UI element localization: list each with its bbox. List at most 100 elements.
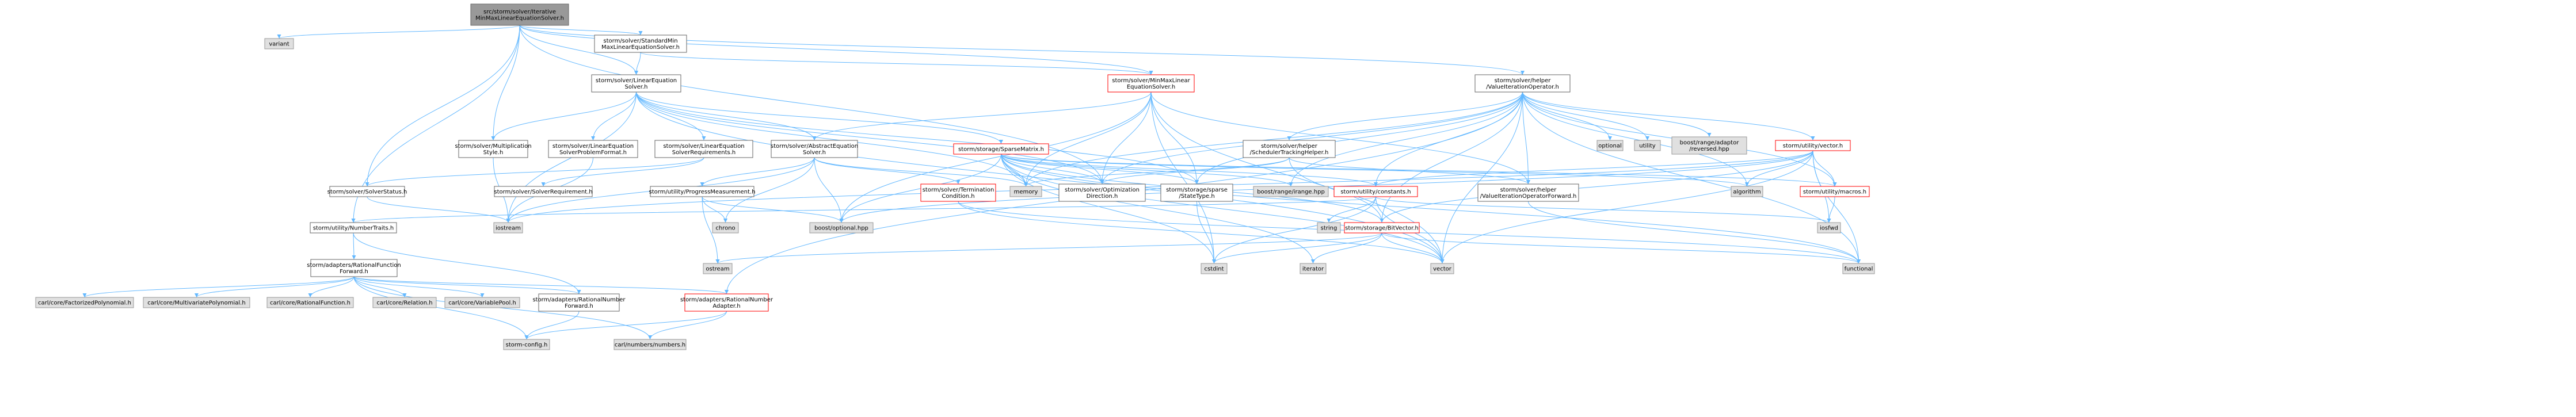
- node-sparse-matrix[interactable]: storm/storage/SparseMatrix.h: [953, 143, 1049, 155]
- node-iterator[interactable]: iterator: [1300, 263, 1327, 274]
- node-label: functional: [1845, 266, 1873, 273]
- node-label: variant: [269, 41, 289, 48]
- node-label: memory: [1014, 189, 1038, 196]
- node-label: storm/solver/SolverStatus.h: [327, 189, 407, 196]
- node-boost-optional[interactable]: boost/optional.hpp: [809, 222, 874, 234]
- node-state-type[interactable]: storm/storage/sparse/StateType.h: [1160, 183, 1233, 202]
- node-box: [771, 140, 858, 158]
- edge-bitvector-to-ostream: [715, 232, 1382, 264]
- edge-root-to-opt_dir: [519, 25, 1104, 185]
- node-util-vector[interactable]: storm/utility/vector.h: [1775, 140, 1851, 151]
- node-box: [594, 35, 687, 53]
- node-label: carl/core/FactorizedPolynomial.h: [38, 300, 131, 307]
- edge-sparse_matrix-to-iterator: [1001, 154, 1315, 264]
- node-minmax-lin[interactable]: storm/solver/MinMaxLinearEquationSolver.…: [1107, 74, 1195, 93]
- node-variant[interactable]: variant: [264, 38, 294, 49]
- node-label: Forward.h: [565, 303, 593, 309]
- node-vi-op[interactable]: storm/solver/helper/ValueIterationOperat…: [1474, 74, 1571, 93]
- node-progress[interactable]: storm/utility/ProgressMeasurement.h: [649, 186, 756, 197]
- node-label: storm/solver/StandardMin: [603, 38, 677, 44]
- edge-minmax_lin-to-vector: [1150, 91, 1445, 264]
- node-string[interactable]: string: [1317, 222, 1341, 234]
- edge-minmax_lin-to-opt_dir: [1100, 91, 1152, 185]
- node-label: EquationSolver.h: [1127, 84, 1175, 90]
- edge-number_traits-to-rf_fwd: [352, 232, 356, 260]
- edge-abs_eq-to-boost_optional: [814, 157, 844, 223]
- node-label: storm/solver/helper: [1495, 78, 1552, 84]
- edge-root-to-variant: [277, 25, 520, 39]
- node-lin-eq[interactable]: storm/solver/LinearEquationSolver.h: [591, 74, 681, 93]
- node-optional[interactable]: optional: [1596, 140, 1624, 151]
- node-algorithm[interactable]: algorithm: [1731, 186, 1763, 197]
- node-box: [1160, 183, 1233, 202]
- node-vi-fwd[interactable]: storm/solver/helper/ValueIterationOperat…: [1477, 183, 1579, 202]
- node-iostream[interactable]: iostream: [493, 222, 523, 234]
- node-solver-status[interactable]: storm/solver/SolverStatus.h: [327, 186, 407, 197]
- edge-bitvector-to-functional: [1381, 232, 1861, 264]
- edge-vi_op-to-boost_range: [1289, 91, 1523, 187]
- node-box: [503, 339, 550, 350]
- edge-lin_eq-to-memory: [636, 91, 1028, 187]
- node-functional[interactable]: functional: [1842, 263, 1875, 274]
- node-box: [444, 297, 520, 308]
- node-box: [493, 222, 523, 234]
- edge-std_minmax-to-lin_eq: [634, 52, 641, 75]
- node-box: [1474, 74, 1571, 93]
- edge-rf_fwd-to-storm_config: [353, 276, 529, 340]
- node-memory[interactable]: memory: [1009, 186, 1042, 197]
- node-carl-varpool[interactable]: carl/core/VariablePool.h: [444, 297, 520, 308]
- node-box: [1430, 263, 1454, 274]
- edge-lin_eq-to-lin_req: [636, 91, 706, 141]
- node-label: boost/optional.hpp: [814, 225, 868, 232]
- edge-rf_fwd-to-carl_rel: [353, 276, 407, 298]
- edge-sched_track-to-opt_dir: [1100, 157, 1290, 185]
- edge-bitvector-to-vector: [1381, 232, 1445, 264]
- node-storm-config[interactable]: storm-config.h: [503, 339, 550, 350]
- node-vector[interactable]: vector: [1430, 263, 1454, 274]
- edge-std_minmax-to-minmax_lin: [640, 52, 1153, 75]
- node-carl-numbers[interactable]: carl/numbers/numbers.h: [613, 339, 687, 350]
- node-box: [329, 186, 405, 197]
- node-box: [1671, 136, 1747, 155]
- node-label: Direction.h: [1087, 193, 1118, 200]
- node-carl-fpoly[interactable]: carl/core/FactorizedPolynomial.h: [35, 297, 134, 308]
- node-iosfwd[interactable]: iosfwd: [1817, 222, 1841, 234]
- node-utility[interactable]: utility: [1634, 140, 1661, 151]
- node-cstdint[interactable]: cstdint: [1201, 263, 1228, 274]
- node-label: storm/storage/sparse: [1166, 187, 1228, 193]
- node-boost-reversed[interactable]: boost/range/adaptor/reversed.hpp: [1671, 136, 1747, 155]
- node-macros[interactable]: storm/utility/macros.h: [1800, 186, 1870, 197]
- node-carl-mpoly[interactable]: carl/core/MultivariatePolynomial.h: [143, 297, 250, 308]
- node-boost-range[interactable]: boost/range/irange.hpp: [1253, 186, 1329, 197]
- node-bitvector[interactable]: storm/storage/BitVector.h: [1344, 222, 1420, 234]
- node-sched-track[interactable]: storm/solver/helper/SchedulerTrackingHel…: [1243, 140, 1336, 158]
- edge-minmax_lin-to-boost_optional: [839, 91, 1152, 223]
- edge-vi_op-to-algorithm: [1522, 91, 1749, 187]
- node-chrono[interactable]: chrono: [712, 222, 739, 234]
- edge-root-to-mult_style: [491, 25, 520, 141]
- node-number-traits[interactable]: storm/utility/NumberTraits.h: [310, 222, 397, 234]
- node-label: SolverRequirements.h: [672, 150, 736, 156]
- node-carl-rel[interactable]: carl/core/Relation.h: [372, 297, 437, 308]
- node-solver-req[interactable]: storm/solver/SolverRequirement.h: [494, 186, 593, 197]
- node-ostream[interactable]: ostream: [703, 263, 733, 274]
- node-prob-format[interactable]: storm/solver/LinearEquationSolverProblem…: [548, 140, 638, 158]
- node-lin-req[interactable]: storm/solver/LinearEquationSolverRequire…: [654, 140, 753, 158]
- node-box: [548, 140, 638, 158]
- node-std-minmax[interactable]: storm/solver/StandardMinMaxLinearEquatio…: [594, 35, 687, 53]
- node-root[interactable]: src/storm/solver/IterativeMinMaxLinearEq…: [470, 3, 569, 26]
- node-box: [809, 222, 874, 234]
- node-label: storm/utility/vector.h: [1783, 143, 1843, 150]
- node-constants[interactable]: storm/utility/constants.h: [1333, 186, 1418, 197]
- node-carl-rf[interactable]: carl/core/RationalFunction.h: [266, 297, 354, 308]
- edge-constants-to-number_traits: [352, 196, 1376, 223]
- node-label: carl/core/MultivariatePolynomial.h: [147, 300, 245, 307]
